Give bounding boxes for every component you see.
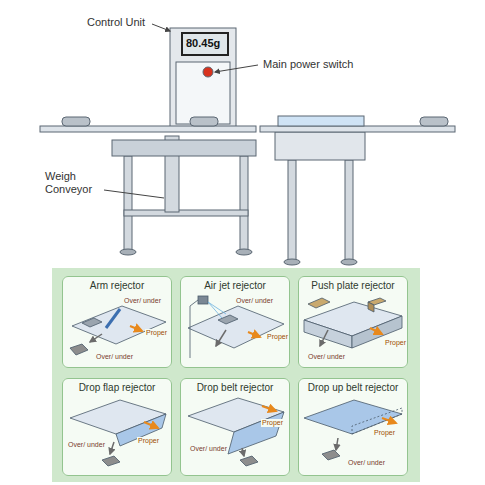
flow-label: Over/ under: [67, 441, 106, 449]
callout-label: Main power switch: [262, 58, 354, 71]
flow-label: Over/ under: [347, 459, 386, 467]
flow-label: Over/ under: [95, 353, 134, 361]
panel-heading: Drop belt rejector: [181, 382, 289, 394]
callout-label: Control Unit: [86, 16, 146, 29]
flow-label: Over/ under: [189, 445, 228, 453]
rejector-panel: Drop up belt rejectorProperOver/ under: [298, 378, 408, 476]
flow-label: Over/ under: [235, 297, 274, 305]
flow-label: Proper: [137, 437, 160, 445]
flow-label: Proper: [261, 419, 284, 427]
panel-heading: Drop up belt rejector: [299, 382, 407, 394]
callout-label: Weigh Conveyor: [44, 170, 104, 196]
flow-label: Proper: [145, 329, 168, 337]
rejector-panel: Arm rejectorOver/ underProperOver/ under: [62, 276, 172, 368]
rejector-panel: Drop flap rejectorOver/ under Proper: [62, 378, 172, 476]
rejector-panel: Air jet rejectorOver/ underProper: [180, 276, 290, 368]
panel-heading: Push plate rejector: [299, 280, 407, 292]
flow-label: Over/ under: [123, 297, 162, 305]
panel-heading: Arm rejector: [63, 280, 171, 292]
panel-heading: Air jet rejector: [181, 280, 289, 292]
display-reading: 80.45g: [185, 37, 221, 50]
flow-label: Proper: [384, 339, 407, 347]
panel-heading: Drop flap rejector: [63, 382, 171, 394]
flow-label: Proper: [373, 429, 396, 437]
flow-label: Proper: [266, 333, 289, 341]
rejector-panel: Drop belt rejectorProperOver/ under: [180, 378, 290, 476]
flow-label: Over/ under: [307, 353, 346, 361]
rejector-panel: Push plate rejectorProperOver/ under: [298, 276, 408, 368]
